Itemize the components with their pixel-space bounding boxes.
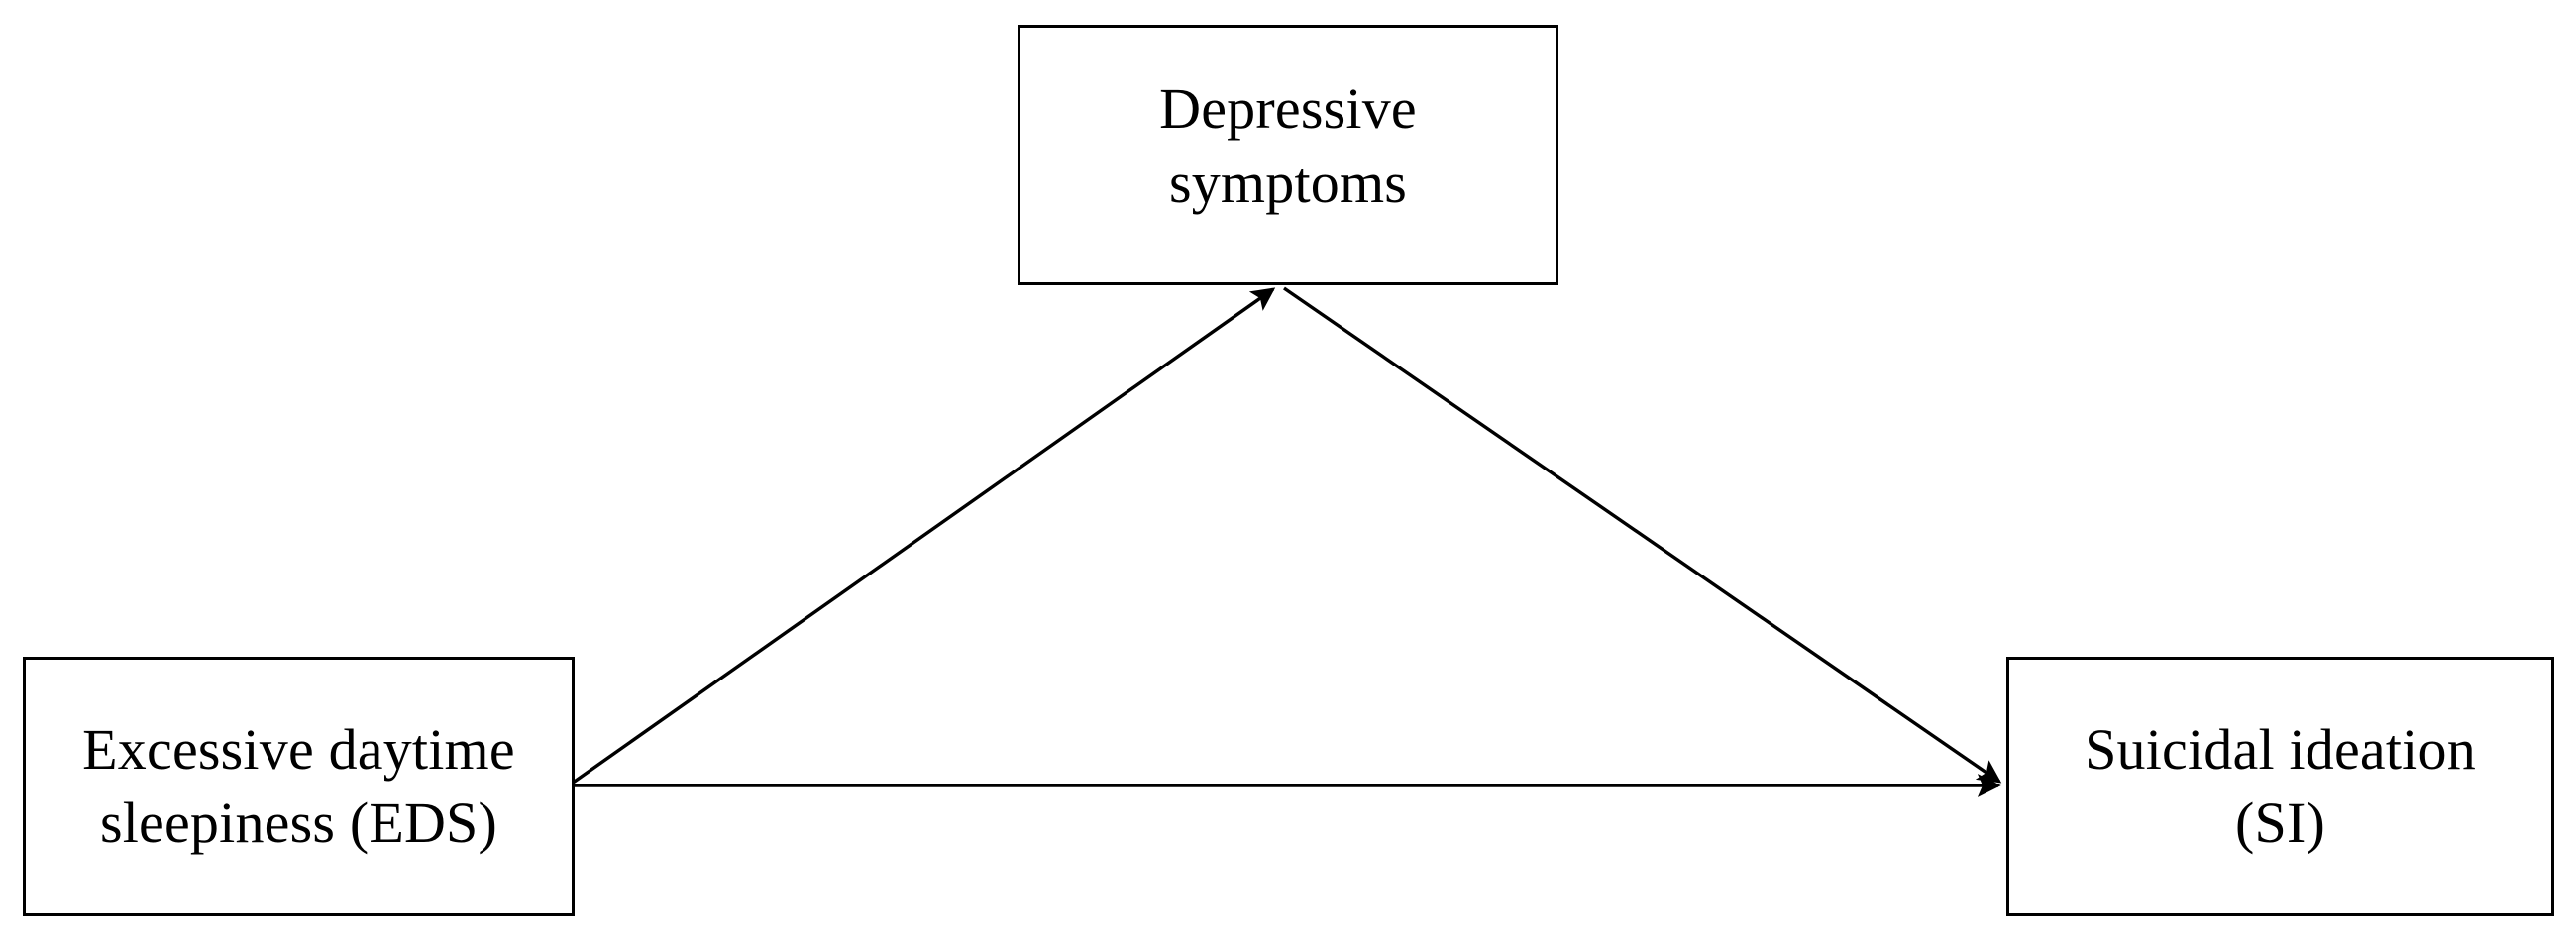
node-excessive-daytime-sleepiness-line2: sleepiness (EDS) — [99, 790, 498, 855]
node-excessive-daytime-sleepiness[interactable]: Excessive daytime sleepiness (EDS) — [23, 657, 575, 916]
node-suicidal-ideation[interactable]: Suicidal ideation (SI) — [2006, 657, 2554, 916]
node-excessive-daytime-sleepiness-line1: Excessive daytime — [82, 716, 515, 782]
node-depressive-symptoms-line1: Depressive — [1159, 76, 1417, 142]
node-suicidal-ideation-line1: Suicidal ideation — [2085, 716, 2476, 782]
arrow-depressive-to-si — [1283, 286, 2002, 784]
node-suicidal-ideation-line2: (SI) — [2234, 790, 2325, 855]
node-depressive-symptoms-line2: symptoms — [1168, 150, 1408, 215]
arrow-eds-to-depressive — [568, 287, 1276, 787]
node-depressive-symptoms[interactable]: Depressive symptoms — [1018, 25, 1558, 285]
